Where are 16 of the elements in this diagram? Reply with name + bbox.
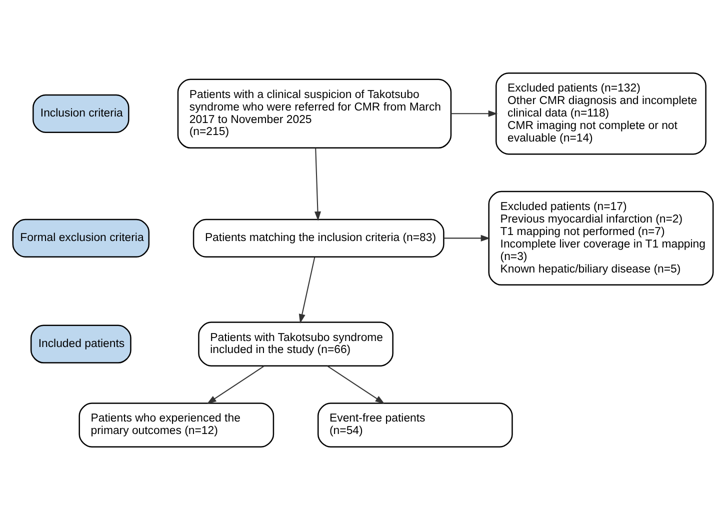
node-box: Excluded patients (n=132) Other CMR diagnosis and incomplete clinical data (n=118) CMR imaging not complete or not evaluable (n=14) — [496, 72, 706, 155]
arrow — [314, 148, 322, 221]
arrow — [444, 234, 490, 242]
node-box: Patients with a clinical suspicion of Takotsubo syndrome who were referred for CMR from March 2017 to November 2025 (n=215) — [177, 78, 452, 149]
arrow — [298, 257, 316, 324]
node-box: Patients with Takotsubo syndrome included in the study (n=66) — [198, 322, 394, 366]
node-box: Excluded patients (n=17) Previous myocardial infarction (n=2) T1 mapping not performed (n=7) Incomplete liver coverage in T1 mapping (n=3) Known hepatic/biliary disease (n=5) — [488, 190, 714, 286]
node-box: Inclusion criteria — [32, 94, 130, 133]
node-box: Formal exclusion criteria — [12, 218, 150, 258]
arrow — [327, 366, 385, 404]
node-box: Included patients — [30, 324, 132, 364]
arrow — [206, 366, 264, 404]
arrow — [451, 110, 498, 117]
node-box: Patients matching the inclusion criteria (n=83) — [192, 218, 444, 258]
node-box: Event-free patients (n=54) — [317, 402, 513, 448]
node-box: Patients who experienced the primary outcomes (n=12) — [78, 402, 274, 448]
